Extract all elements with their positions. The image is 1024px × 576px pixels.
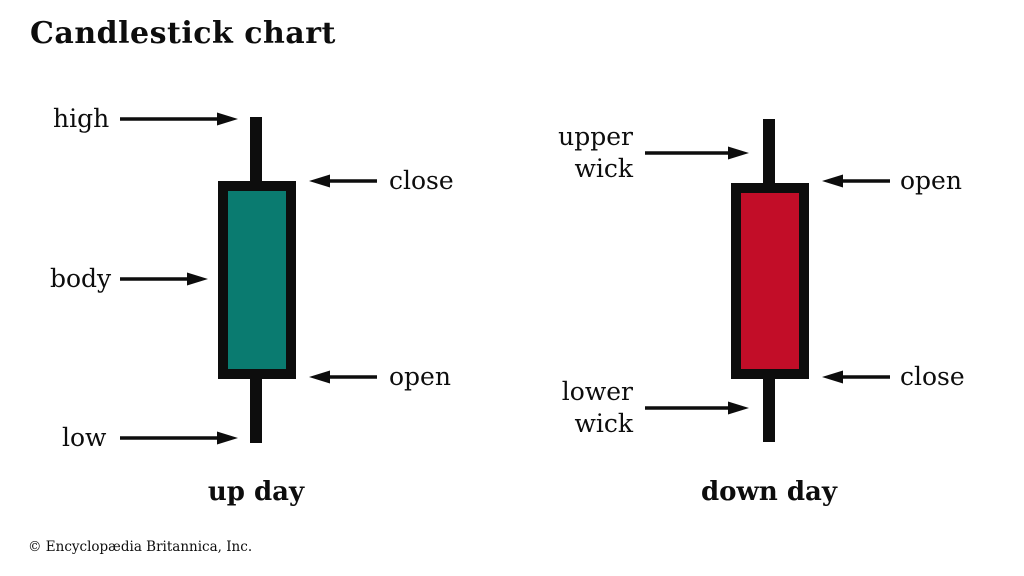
close-arrow-icon-down [822, 370, 890, 384]
open-arrow-icon-up [309, 370, 377, 384]
lower-wick-arrow-icon [645, 401, 749, 415]
open-arrow-icon-down [822, 174, 890, 188]
high-label: high [53, 104, 110, 133]
close-arrow-icon-up [309, 174, 377, 188]
close-label-down: close [900, 362, 965, 391]
copyright-notice: © Encyclopædia Britannica, Inc. [28, 539, 253, 555]
up-candle-lower-wick [250, 373, 262, 443]
up-day-caption: up day [207, 477, 305, 507]
low-arrow-icon [120, 431, 238, 445]
lower-wick-label: lower wick [561, 377, 633, 438]
down-candle-upper-wick [763, 119, 775, 189]
high-arrow-icon [120, 112, 238, 126]
body-arrow-icon [120, 272, 208, 286]
low-label: low [62, 423, 107, 452]
upper-wick-arrow-icon [645, 146, 749, 160]
body-label: body [50, 264, 112, 293]
open-label-up: open [389, 362, 451, 391]
down-day-caption: down day [701, 477, 837, 507]
open-label-down: open [900, 166, 962, 195]
close-label-up: close [389, 166, 454, 195]
down-candle-body [731, 183, 809, 379]
up-candle-body [218, 181, 296, 379]
upper-wick-label: upper wick [558, 122, 633, 183]
down-candle-lower-wick [763, 373, 775, 442]
up-candle-upper-wick [250, 117, 262, 187]
page-title: Candlestick chart [30, 16, 336, 51]
